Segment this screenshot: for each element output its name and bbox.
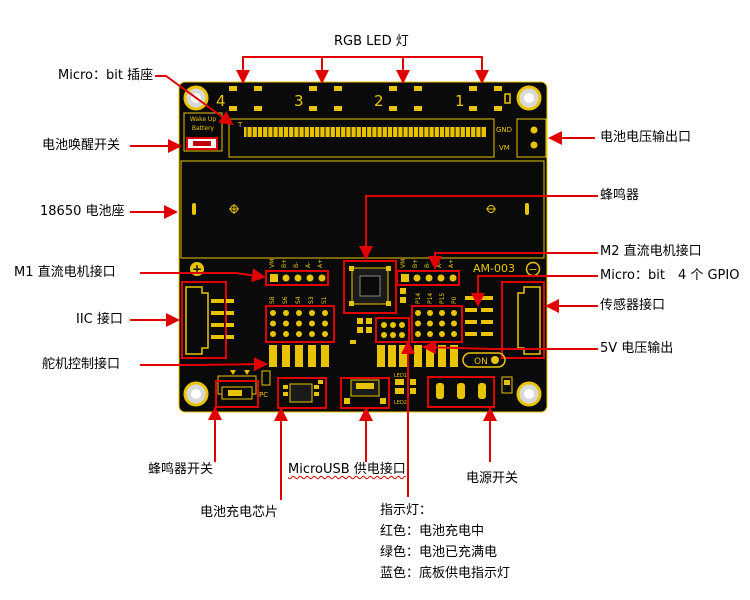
m1-motor-header: VM B+ B- A- A+ (265, 259, 329, 286)
servo-header: S8 S6 S4 S3 S1 (265, 296, 335, 367)
smd-components (350, 288, 406, 344)
label-5v-output: 5V 电压输出 (600, 341, 674, 356)
pcb-board: 4 3 2 1 Wake Up Battery T GND VM (178, 81, 548, 413)
iic-connector (181, 281, 234, 359)
m2-pin-label: B+ (412, 259, 419, 268)
m2-pin-label: VM (400, 259, 407, 268)
label-power-switch: 电源开关 (466, 471, 519, 486)
wake-text-2: Battery (192, 125, 215, 132)
mounting-holes (183, 85, 542, 407)
socket-t-mark: T (237, 121, 243, 129)
m1-pin-label: B+ (281, 259, 288, 268)
label-buzzer-switch: 蜂鸣器开关 (148, 462, 214, 477)
gpio-header: P14 P14 P15 P0 (411, 293, 463, 367)
led-number-1: 1 (455, 92, 465, 110)
servo-pin-label: S3 (308, 296, 315, 304)
servo-pin-label: S6 (282, 296, 289, 304)
on-text: ON (474, 357, 488, 367)
gpio-pin-label: P15 (439, 293, 446, 304)
m2-pin-label: A+ (448, 259, 455, 268)
label-iic: IIC 接口 (76, 312, 123, 327)
label-indicator-green: 绿色：电池已充满电 (380, 545, 498, 560)
led-number-2: 2 (374, 92, 384, 110)
vm-text: VM (499, 144, 510, 152)
charge-chip (277, 377, 327, 409)
servo-pin-label: S8 (269, 296, 276, 304)
label-indicator-title: 指示灯： (380, 503, 433, 518)
label-microbit-gpio: Micro：bit 4 个 GPIO (600, 268, 740, 283)
label-rgb-led: RGB LED 灯 (334, 34, 409, 49)
label-battery-wake: 电池唤醒开关 (42, 138, 121, 153)
power-switch (427, 376, 513, 408)
label-indicator-blue: 蓝色：底板供电指示灯 (380, 566, 511, 581)
m1-pin-label: B- (293, 262, 300, 268)
on-switch: ON (462, 352, 506, 368)
buzzer-switch: PC (215, 370, 271, 408)
led2-text: LED2 (394, 400, 407, 406)
indicator-leds: LED1 LED2 (394, 373, 416, 406)
label-sensor: 传感器接口 (600, 298, 666, 313)
m1-pin-label: A- (305, 262, 312, 268)
v5-output-header (375, 317, 410, 367)
buzzer-component (343, 260, 397, 314)
m1-pin-label: A+ (317, 259, 324, 268)
label-servo: 舵机控制接口 (42, 357, 121, 372)
battery-holder (180, 160, 545, 259)
wake-switch: Wake Up Battery (183, 112, 223, 152)
pc-text: PC (259, 391, 268, 399)
plus-text: + (192, 262, 202, 276)
label-buzzer: 蜂鸣器 (600, 188, 640, 203)
label-battery-holder: 18650 电池座 (40, 204, 125, 219)
label-charge-chip: 电池充电芯片 (200, 505, 279, 520)
rgb-led-pads (229, 86, 511, 111)
gnd-text: GND (496, 126, 512, 134)
led-number-3: 3 (294, 92, 304, 110)
label-m2-motor: M2 直流电机接口 (600, 244, 702, 259)
minus-text: − (528, 263, 537, 276)
led-number-4: 4 (216, 92, 226, 110)
servo-pin-label: S1 (321, 296, 328, 304)
label-microbit-socket: Micro：bit 插座 (58, 68, 154, 83)
microbit-socket: T GND VM (228, 118, 512, 158)
callout-arrows (130, 56, 598, 500)
gpio-pin-label: P0 (451, 296, 458, 304)
led1-text: LED1 (394, 373, 407, 379)
label-m1-motor: M1 直流电机接口 (14, 265, 116, 280)
m2-pin-label: A- (436, 262, 443, 268)
wake-text-1: Wake Up (190, 116, 216, 123)
servo-pin-label: S4 (295, 296, 302, 304)
battery-output-connector (516, 118, 547, 158)
gpio-pin-label: P14 (415, 293, 422, 304)
label-battery-voltage-out: 电池电压输出口 (600, 130, 692, 145)
label-indicator-red: 红色：电池充电中 (380, 524, 485, 539)
label-microusb: MicroUSB 供电接口 (288, 462, 406, 477)
board-model: AM-003 (473, 262, 515, 275)
m2-pin-label: B- (424, 262, 431, 268)
gpio-pin-label: P14 (427, 293, 434, 304)
m1-pin-label: VM (269, 259, 276, 268)
